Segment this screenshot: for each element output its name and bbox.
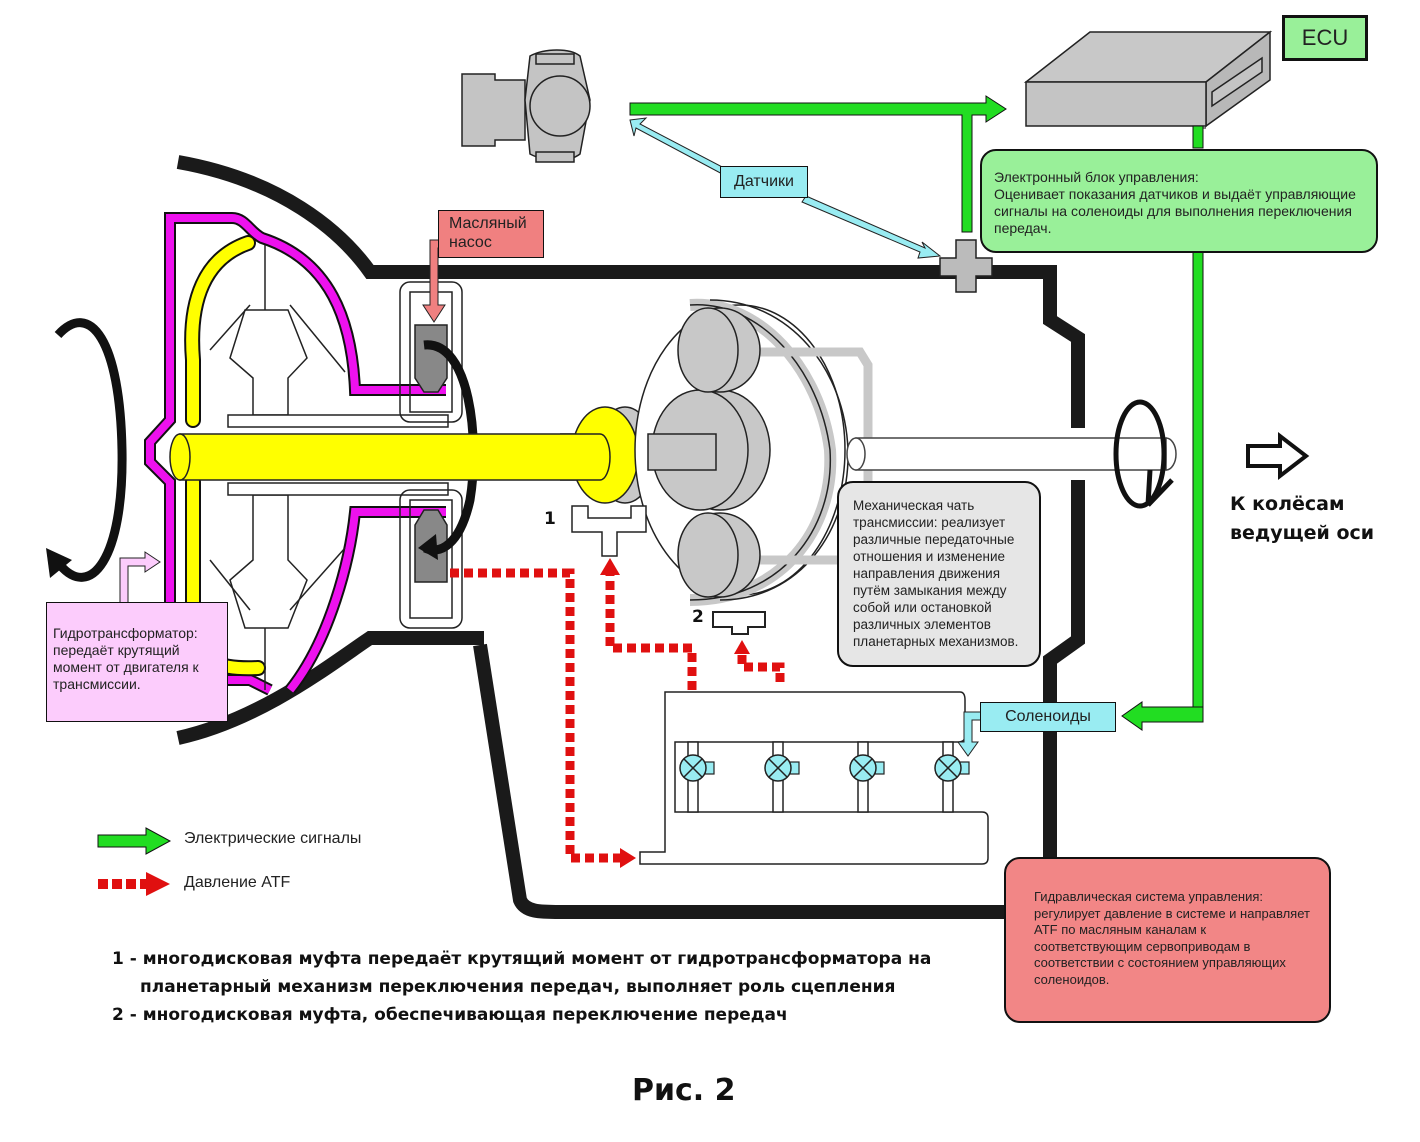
wheels-label-line1: К колёсам [1230, 493, 1345, 515]
oil-pump-label: Масляный насос [438, 210, 544, 258]
clutch-marker-2: 2 [692, 607, 704, 627]
wheels-label-line2: ведущей оси [1230, 522, 1375, 544]
footnote-2: 2 - многодисковая муфта, обеспечивающая … [112, 1005, 788, 1025]
sensors-label: Датчики [720, 166, 808, 198]
footnote-1-line1: 1 - многодисковая муфта передаёт крутящи… [112, 949, 932, 969]
solenoid-valve [679, 741, 715, 813]
hydraulic-note: Гидравлическая система управления: регул… [1004, 857, 1331, 1023]
pump-rotation-arrow [423, 340, 478, 555]
ecu-label: ECU [1282, 15, 1368, 61]
connector-cross [939, 239, 993, 293]
wheels-arrow-icon [1246, 431, 1310, 481]
mechanical-note: Механическая чать трансмиссии: реализует… [837, 481, 1041, 667]
legend-atf-label: Давление ATF [184, 874, 291, 891]
planetary-gearset [634, 298, 873, 606]
sensor-device [461, 49, 591, 163]
legend-electric-arrow-icon [97, 827, 172, 855]
clutch-1 [571, 505, 647, 557]
solenoid-group [679, 741, 970, 813]
ecu-unit [1023, 30, 1273, 128]
figure-caption: Рис. 2 [632, 1073, 736, 1108]
output-shaft [846, 399, 1177, 509]
solenoid-valve [764, 741, 800, 813]
ecu-note-title: Электронный блок управления: [994, 169, 1199, 185]
ecu-note-text: Оценивает показания датчиков и выдаёт уп… [994, 186, 1356, 236]
pump-rotor-upper [414, 324, 448, 393]
valve-body [639, 691, 989, 865]
solenoids-label: Соленоиды [980, 702, 1116, 732]
torque-converter-note: Гидротрансформатор: передаёт крутящий мо… [46, 602, 228, 722]
converter-leader [119, 551, 161, 602]
clutch-2 [712, 611, 766, 635]
wheels-label: К колёсам ведущей оси [1230, 490, 1374, 548]
engine-rotation-arrow [46, 318, 127, 582]
solenoid-valve [934, 741, 970, 813]
footnote-1-line2: планетарный механизм переключения переда… [140, 977, 896, 997]
oil-pump-leader [422, 239, 446, 323]
clutch-marker-1: 1 [544, 509, 556, 529]
legend-electric-label: Электрические сигналы [184, 830, 362, 847]
atf-pressure-lines [450, 568, 785, 863]
legend-atf-arrow-icon [98, 872, 170, 896]
footnotes: 1 - многодисковая муфта передаёт крутящи… [112, 945, 931, 1029]
oil-pump-label-line2: насос [449, 234, 492, 251]
solenoid-valve [849, 741, 885, 813]
solenoid-leader [957, 711, 980, 757]
oil-pump-label-line1: Масляный [449, 215, 527, 232]
ecu-note: Электронный блок управления: Оценивает п… [980, 149, 1378, 253]
